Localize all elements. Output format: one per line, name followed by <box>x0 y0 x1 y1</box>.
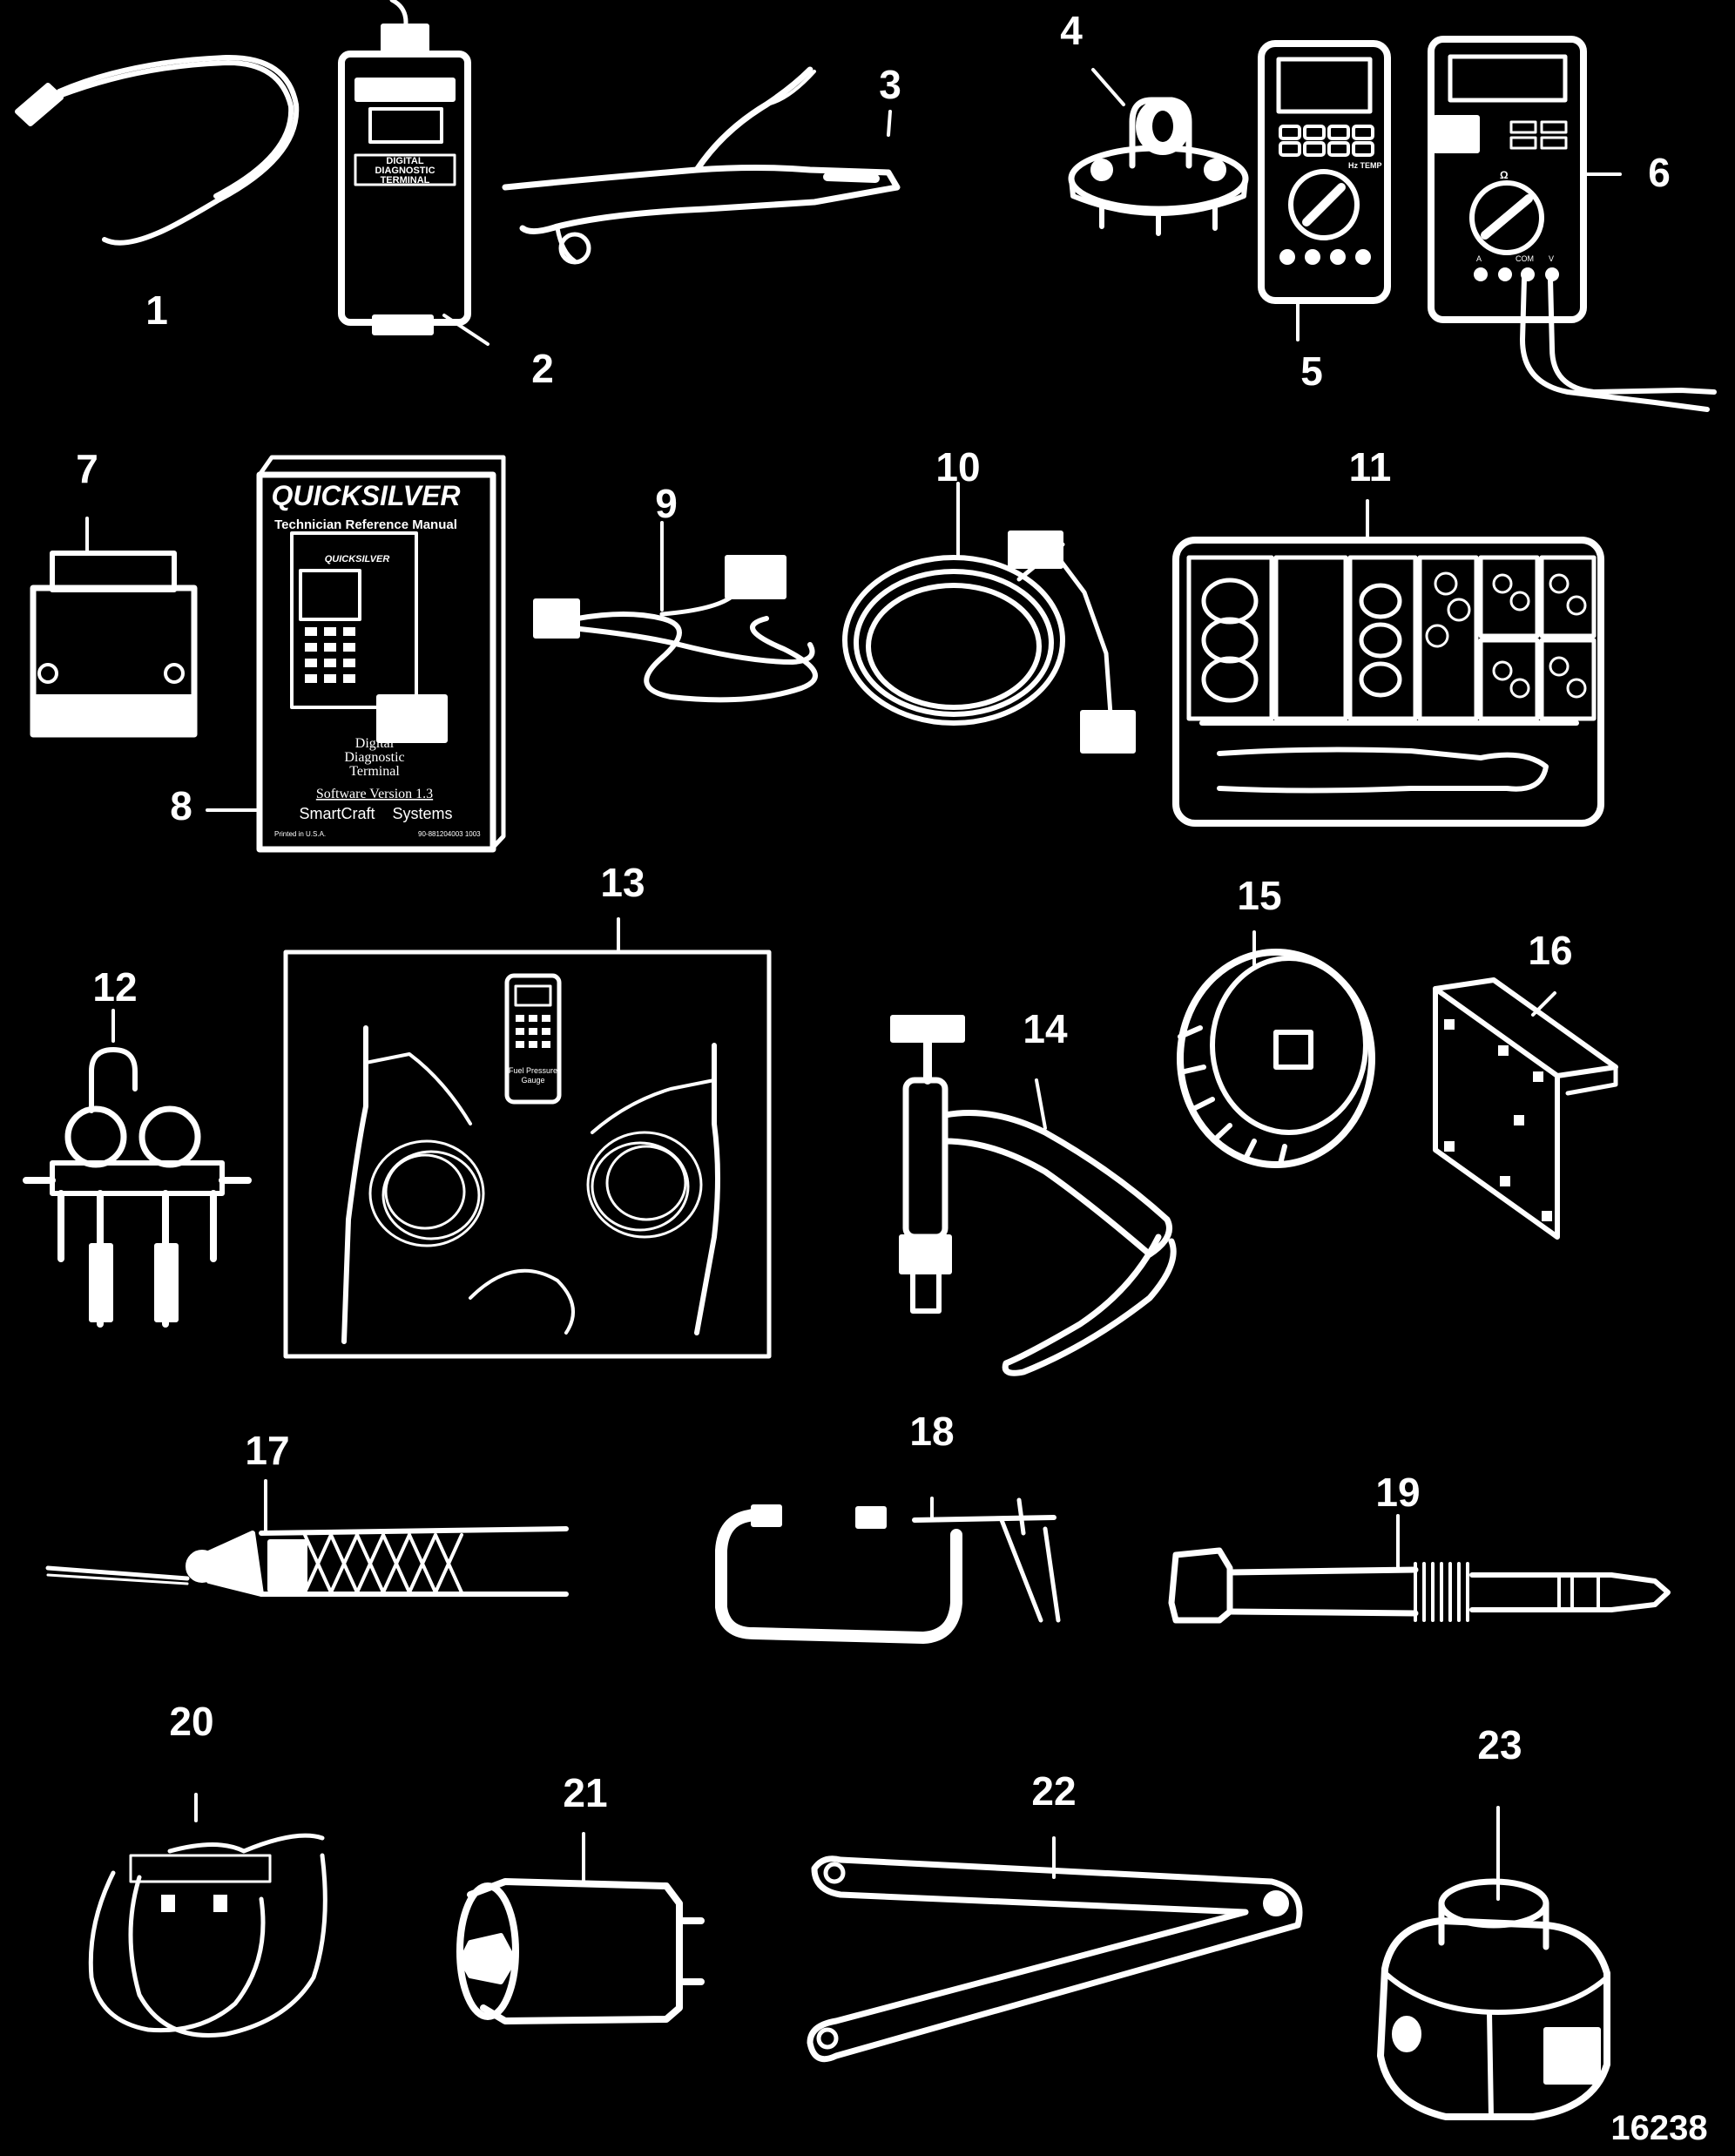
callout-2: 2 <box>531 346 554 391</box>
item-5-multimeter <box>1258 40 1391 341</box>
callout-17: 17 <box>245 1428 290 1473</box>
terminal-brand: QUICKSILVER <box>358 84 453 99</box>
item-4-lifting-fixture <box>1068 68 1249 236</box>
gauge-kit-label-2: Gauge <box>521 1076 544 1085</box>
manual-printed: Printed in U.S.A. <box>274 830 326 838</box>
item-1-sensor-lead <box>15 54 300 246</box>
multimeter-6-jack-v: V <box>1549 254 1554 263</box>
item-3-probe-tool <box>502 66 901 265</box>
gauge-kit-label-1: Fuel Pressure <box>509 1066 557 1075</box>
callout-22: 22 <box>1031 1768 1077 1814</box>
callout-9: 9 <box>655 481 678 526</box>
item-8-technician-manual <box>206 455 506 853</box>
callout-19: 19 <box>1375 1470 1421 1515</box>
terminal-line-2: DIAGNOSTIC <box>375 166 435 176</box>
item-13-pressure-kit <box>283 917 772 1359</box>
item-9-harness-cable <box>533 521 818 703</box>
callout-8: 8 <box>170 783 192 828</box>
item-20-hose-harness <box>88 1793 327 2038</box>
item-12-gauge-manifold <box>23 1009 252 1328</box>
item-18-c-clamp <box>715 1497 1061 1644</box>
systems-diagnostics-label: SYSTEMS DIAGNOSTICS <box>46 702 182 715</box>
item-19-adapter-tube <box>1168 1514 1671 1624</box>
manual-product-line-3: Terminal <box>349 764 400 779</box>
manual-systems: Systems <box>392 805 452 822</box>
callout-7: 7 <box>76 446 98 491</box>
item-16-mounting-plate <box>1433 977 1618 1240</box>
figure-number: 16238 <box>1610 2109 1708 2147</box>
callout-21: 21 <box>563 1770 608 1815</box>
terminal-text: QUICKSILVER DIGITAL DIAGNOSTIC TERMINAL <box>358 84 453 186</box>
manual-product-line-1: Digital <box>355 736 395 751</box>
module-7-text: SYSTEMS DIAGNOSTICS QUICKSILVER <box>46 702 182 730</box>
item-7-systems-diagnostics <box>30 517 198 738</box>
multimeter-5-dial-label: Hz TEMP <box>1348 161 1382 170</box>
item-14-hand-pump <box>890 1015 1177 1376</box>
terminal-line-1: DIGITAL <box>386 156 423 166</box>
manual-brand: QUICKSILVER <box>272 480 461 511</box>
callout-16: 16 <box>1528 928 1573 973</box>
manual-text: QUICKSILVER Technician Reference Manual … <box>272 480 482 838</box>
item-21-socket-adapter <box>456 1832 705 2024</box>
callout-14: 14 <box>1023 1006 1068 1051</box>
gauge-kit-text: Fuel Pressure Gauge <box>509 1066 557 1085</box>
callout-15: 15 <box>1237 873 1282 918</box>
callout-20: 20 <box>169 1699 214 1744</box>
callout-3: 3 <box>879 62 901 107</box>
callout-12: 12 <box>92 964 138 1010</box>
callout-4: 4 <box>1060 8 1083 53</box>
item-10-coiled-cable <box>842 482 1136 754</box>
item-23-split-collar <box>1377 1806 1610 2120</box>
item-6-multimeter-leads <box>1428 36 1717 412</box>
terminal-line-3: TERMINAL <box>381 175 430 186</box>
item-2-diagnostic-terminal <box>338 0 489 346</box>
manual-smartcraft: SmartCraft <box>299 805 375 822</box>
manual-part-number: 90-881204003 1003 <box>418 830 481 838</box>
multimeter-6-text: Ω A COM V <box>1476 169 1554 263</box>
callout-18: 18 <box>909 1409 955 1454</box>
callout-5: 5 <box>1300 348 1323 394</box>
item-15-filter-wrench <box>1177 930 1375 1168</box>
manual-title: Technician Reference Manual <box>274 517 457 532</box>
multimeter-6-jack-a: A <box>1476 254 1482 263</box>
callout-1: 1 <box>145 287 168 333</box>
manual-software-version: Software Version 1.3 <box>316 787 433 801</box>
manual-inner-brand: QUICKSILVER <box>325 554 390 564</box>
callout-23: 23 <box>1477 1722 1522 1767</box>
callout-10: 10 <box>935 444 981 490</box>
item-22-spanner-wrench <box>807 1836 1303 2063</box>
systems-diagnostics-brand: QUICKSILVER <box>92 717 170 730</box>
callout-13: 13 <box>600 860 645 905</box>
callout-11: 11 <box>1348 444 1392 490</box>
item-17-braided-tool <box>45 1479 569 1597</box>
callout-6: 6 <box>1648 150 1671 195</box>
manual-product-line-2: Diagnostic <box>344 750 404 765</box>
multimeter-6-jack-com: COM <box>1516 254 1534 263</box>
item-11-oring-kit <box>1172 499 1604 827</box>
multimeter-6-dial-label: Ω <box>1500 169 1509 181</box>
multimeter-5-text: Hz TEMP <box>1348 161 1382 170</box>
